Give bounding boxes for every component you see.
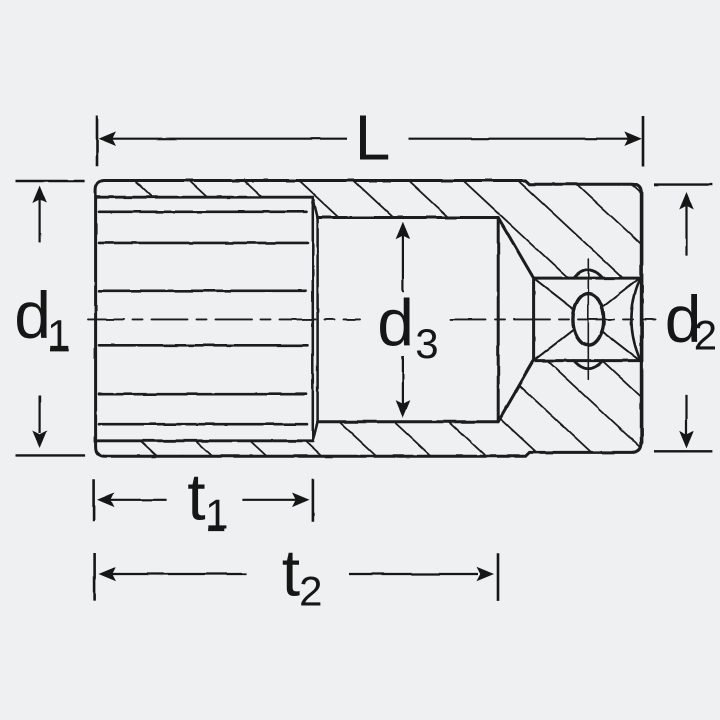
svg-text:d: d bbox=[665, 282, 702, 356]
svg-text:d: d bbox=[14, 278, 51, 352]
svg-text:t: t bbox=[282, 535, 300, 609]
svg-text:t: t bbox=[187, 460, 205, 534]
svg-text:L: L bbox=[355, 102, 391, 174]
svg-text:1: 1 bbox=[205, 491, 228, 538]
svg-text:3: 3 bbox=[415, 320, 438, 367]
svg-text:1: 1 bbox=[47, 311, 70, 358]
svg-text:2: 2 bbox=[299, 567, 322, 614]
svg-text:2: 2 bbox=[694, 312, 717, 359]
svg-text:d: d bbox=[377, 286, 414, 360]
